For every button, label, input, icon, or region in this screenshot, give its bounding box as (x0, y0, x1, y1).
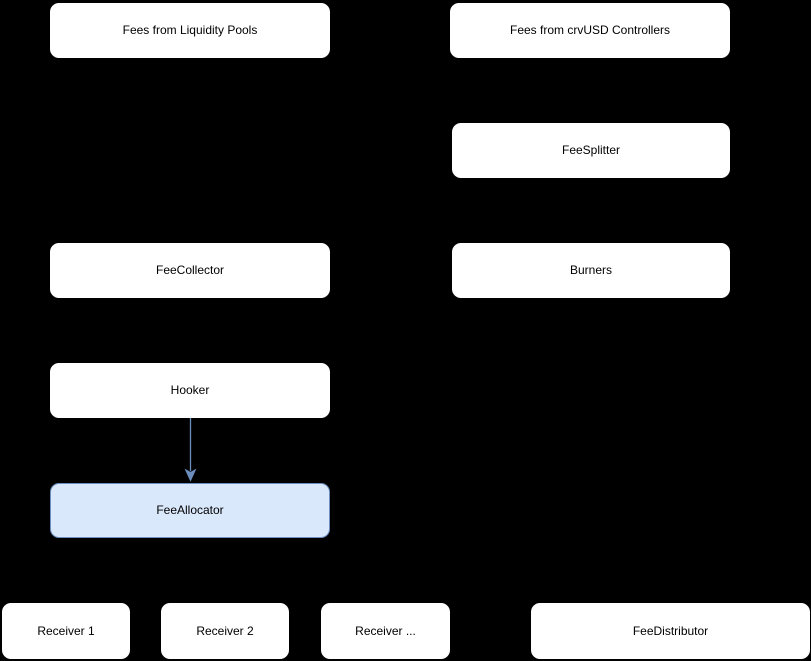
node-feeallocator: FeeAllocator (50, 483, 330, 538)
node-feesplitter: FeeSplitter (452, 123, 730, 178)
node-label: FeeDistributor (632, 623, 709, 638)
node-label: FeeSplitter (561, 143, 621, 158)
node-label: Receiver 2 (196, 623, 254, 638)
node-burners: Burners (452, 243, 730, 298)
node-label: Receiver 1 (37, 623, 95, 638)
node-label: Fees from crvUSD Controllers (509, 23, 671, 38)
node-fees-from-crvusd-controllers: Fees from crvUSD Controllers (450, 3, 730, 58)
node-receiver-1: Receiver 1 (2, 603, 130, 659)
node-label: Receiver ... (355, 623, 416, 638)
node-receiver-more: Receiver ... (321, 603, 450, 659)
node-label: Burners (569, 263, 613, 278)
node-fees-from-liquidity-pools: Fees from Liquidity Pools (50, 3, 330, 58)
node-feecollector: FeeCollector (50, 243, 330, 298)
node-label: Hooker (170, 383, 210, 398)
node-label: FeeAllocator (156, 503, 224, 518)
arrow-head-icon (184, 468, 197, 482)
node-feedistributor: FeeDistributor (531, 603, 810, 659)
node-receiver-2: Receiver 2 (161, 603, 289, 659)
node-label: FeeCollector (155, 263, 225, 278)
node-label: Fees from Liquidity Pools (122, 23, 258, 38)
node-hooker: Hooker (50, 363, 330, 418)
